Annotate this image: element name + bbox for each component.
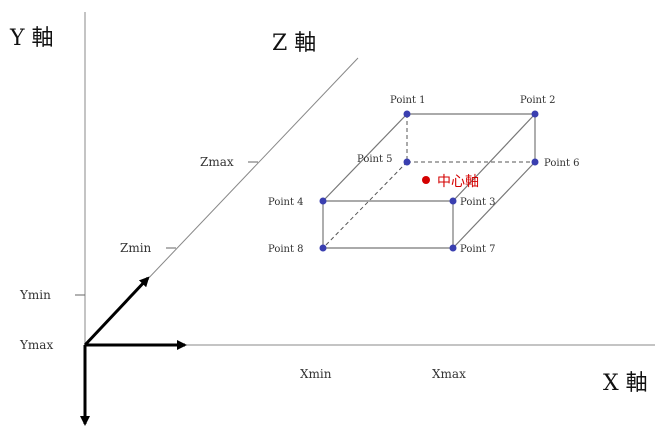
ymin-label: Ymin: [19, 288, 51, 302]
edge-p1-p4: [322, 113, 408, 202]
y-axis-title: Y 軸: [9, 26, 54, 51]
point-4-marker: [319, 197, 327, 205]
xmax-label: Xmax: [432, 367, 466, 381]
point-6-label: Point 6: [544, 158, 580, 169]
edge-p6-p7: [452, 161, 536, 249]
edge-p5-p8: [322, 161, 408, 249]
ymax-label: Ymax: [19, 338, 53, 352]
point-3-label: Point 3: [460, 197, 496, 208]
z-axis-title: Z 軸: [272, 31, 316, 56]
point-7-marker: [449, 244, 457, 252]
vertices: [319, 110, 539, 252]
point-5-marker: [403, 158, 411, 166]
z-direction-arrow: [83, 276, 150, 347]
x-axis-title: X 軸: [603, 371, 648, 396]
point-5-label: Point 5: [357, 154, 393, 165]
point-1-marker: [403, 110, 411, 118]
center-axis-label: 中心軸: [437, 174, 479, 190]
point-2-marker: [531, 110, 539, 118]
point-1-label: Point 1: [390, 95, 426, 106]
zmax-label: Zmax: [200, 155, 234, 169]
point-7-label: Point 7: [460, 244, 496, 255]
hidden-edges: [322, 114, 535, 249]
point-3-marker: [449, 197, 457, 205]
point-8-label: Point 8: [268, 244, 304, 255]
point-8-marker: [319, 244, 327, 252]
box-edges: [322, 113, 536, 249]
center-axis-marker: [422, 176, 430, 184]
point-4-label: Point 4: [268, 197, 304, 208]
point-2-label: Point 2: [520, 95, 556, 106]
zmin-label: Zmin: [120, 241, 152, 255]
point-6-marker: [531, 158, 539, 166]
xmin-label: Xmin: [300, 367, 332, 381]
edge-p2-p3: [452, 113, 536, 202]
